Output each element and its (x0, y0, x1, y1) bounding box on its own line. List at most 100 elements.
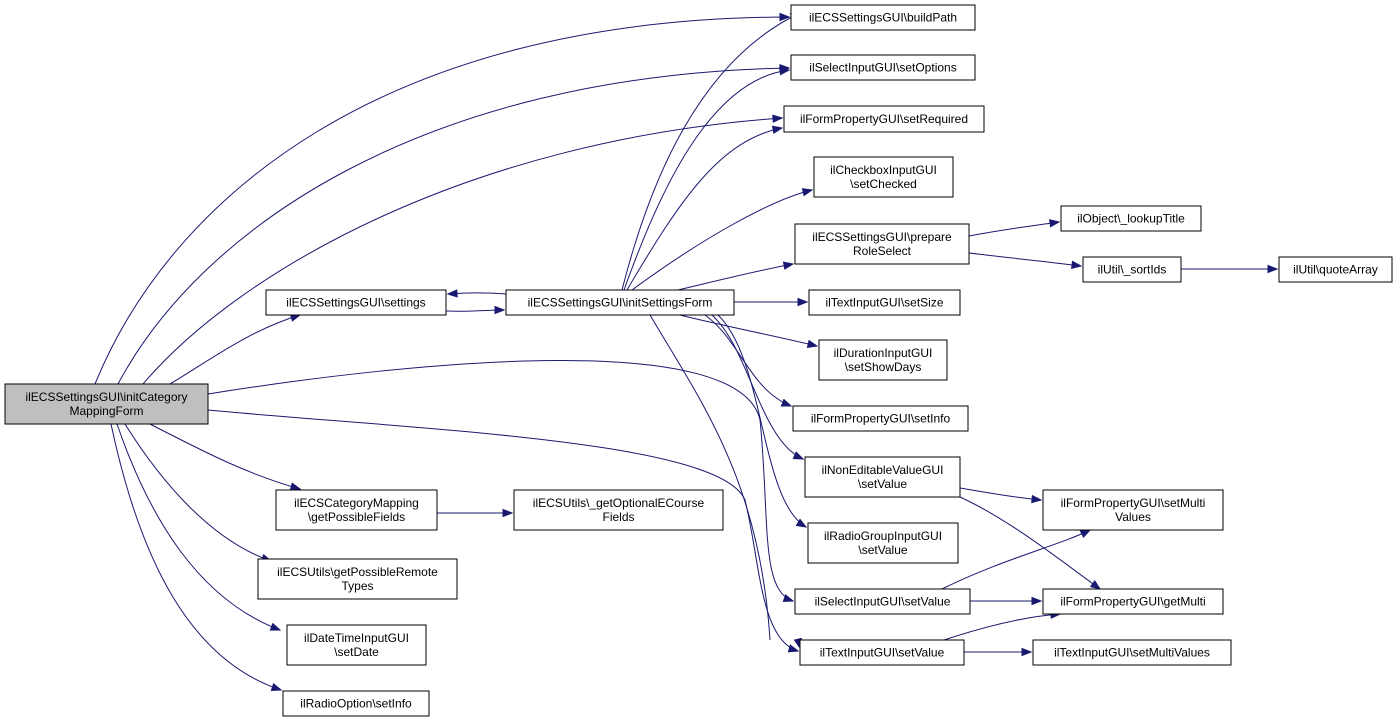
edge-selectSetValue-to-setMultiValuesForm (941, 529, 1092, 590)
edge-root-to-textSetValue (207, 409, 800, 653)
edge-arrowhead (269, 622, 282, 631)
edge-initSettingsForm-to-setInfoForm (704, 314, 793, 407)
node-lookupTitle[interactable]: ilObject\_lookupTitle (1060, 205, 1202, 232)
edge-textSetValue-to-getMulti (943, 610, 1062, 641)
edge-line (626, 127, 783, 291)
node-setRequired[interactable]: ilFormPropertyGUI\setRequired (783, 105, 985, 133)
edge-nonEditableSetValue-to-getMulti (959, 496, 1102, 590)
node-radioGroupSetValue[interactable]: ilRadioGroupInputGUI\setValue (807, 522, 959, 564)
node-buildPath[interactable]: ilECSSettingsGUI\buildPath (790, 4, 976, 31)
edge-sortIds-to-quoteArray (1181, 264, 1279, 274)
node-nonEditableSetValue[interactable]: ilNonEditableValueGUI\setValue (804, 456, 961, 498)
edge-arrowhead (289, 482, 302, 491)
edge-arrowhead (780, 398, 793, 407)
node-sortIds[interactable]: ilUtil\_sortIds (1082, 256, 1182, 283)
edge-initSettingsForm-to-setShowDays (679, 314, 819, 348)
edge-arrowhead (782, 593, 795, 603)
node-label: \setChecked (850, 177, 917, 191)
node-label: \setDate (334, 645, 379, 659)
node-box (1042, 588, 1224, 615)
edge-arrowhead (270, 683, 283, 692)
edge-line (631, 189, 813, 291)
node-label: Fields (602, 510, 634, 524)
node-label: ilRadioOption\setInfo (300, 697, 412, 711)
node-label: ilECSSettingsGUI\initCategory (25, 390, 187, 404)
node-initSettingsForm[interactable]: ilECSSettingsGUI\initSettingsForm (505, 289, 735, 316)
node-box (794, 588, 971, 615)
node-label: MappingForm (69, 404, 143, 418)
edge-arrowhead (1021, 647, 1033, 657)
node-box (1060, 205, 1202, 232)
node-quoteArray[interactable]: ilUtil\quoteArray (1278, 256, 1393, 283)
node-textSetValue[interactable]: ilTextInputGUI\setValue (799, 639, 965, 666)
node-label: ilTextInputGUI\setSize (825, 296, 943, 310)
edge-line (943, 613, 1061, 641)
edge-line (169, 314, 301, 385)
edge-nonEditableSetValue-to-setMultiValuesForm (959, 487, 1043, 504)
node-label: ilECSUtils\_getOptionalECourse (533, 496, 705, 510)
edge-arrowhead (1031, 596, 1043, 606)
node-setMultiValuesForm[interactable]: ilFormPropertyGUI\setMultiValues (1042, 489, 1224, 531)
node-setOptions[interactable]: ilSelectInputGUI\setOptions (790, 54, 976, 81)
node-selectSetValue[interactable]: ilSelectInputGUI\setValue (794, 588, 971, 615)
edge-initSettingsForm-to-buildPath (621, 12, 802, 291)
edge-root-to-radioOptionSetInfo (110, 423, 283, 692)
node-getPossibleFields[interactable]: ilECSCategoryMapping\getPossibleFields (275, 489, 438, 531)
edge-line (717, 314, 807, 528)
node-label: ilDateTimeInputGUI (304, 631, 409, 645)
node-label: ilNonEditableValueGUI (822, 463, 944, 477)
edge-getPossibleFields-to-getOptionalECourseFields (437, 508, 514, 518)
node-box (783, 105, 985, 133)
edge-arrowhead (1049, 219, 1061, 228)
node-label: ilTextInputGUI\setMultiValues (1054, 646, 1210, 660)
edge-line (968, 252, 1082, 267)
node-box (265, 289, 447, 316)
edge-root-to-getPossibleRemoteTypes (124, 423, 273, 562)
edge-line (959, 487, 1042, 501)
node-box (799, 639, 965, 666)
node-box (792, 405, 969, 432)
node-box (818, 339, 948, 381)
edge-initSettingsForm-to-setSize (734, 297, 809, 307)
edge-line (711, 314, 804, 460)
edge-arrowhead (779, 12, 791, 22)
edge-prepareRoleSelect-to-sortIds (968, 252, 1083, 269)
node-box (804, 456, 961, 498)
edge-root-to-settings (169, 313, 302, 385)
node-label: ilCheckboxInputGUI (830, 163, 937, 177)
edge-arrowhead (1079, 529, 1092, 539)
edge-arrowhead (792, 451, 805, 460)
node-label: ilSelectInputGUI\setValue (815, 595, 951, 609)
edge-line (677, 263, 794, 291)
node-box (286, 624, 427, 666)
node-setShowDays[interactable]: ilDurationInputGUI\setShowDays (818, 339, 948, 381)
node-setDate[interactable]: ilDateTimeInputGUI\setDate (286, 624, 427, 666)
node-setInfoForm[interactable]: ilFormPropertyGUI\setInfo (792, 405, 969, 432)
node-settings[interactable]: ilECSSettingsGUI\settings (265, 289, 447, 316)
edge-arrowhead (446, 289, 458, 298)
edge-line (959, 496, 1101, 590)
node-label: ilECSCategoryMapping (294, 496, 419, 510)
node-label: ilUtil\quoteArray (1293, 263, 1378, 277)
node-label: \getPossibleFields (308, 510, 405, 524)
node-label: \setValue (858, 477, 907, 491)
edge-arrowhead (1089, 579, 1102, 590)
edge-root-to-setDate (116, 423, 282, 631)
node-setSize[interactable]: ilTextInputGUI\setSize (808, 289, 961, 316)
node-label: ilECSSettingsGUI\prepare (812, 230, 952, 244)
node-label: \setShowDays (845, 360, 922, 374)
node-getMulti[interactable]: ilFormPropertyGUI\getMulti (1042, 588, 1224, 615)
edge-arrowhead (806, 339, 819, 348)
edge-prepareRoleSelect-to-lookupTitle (968, 219, 1061, 237)
edge-initSettingsForm-to-nonEditableSetValue (711, 314, 805, 460)
node-textSetMultiValues[interactable]: ilTextInputGUI\setMultiValues (1032, 639, 1232, 666)
edge-initSettingsForm-to-setOptions (623, 66, 791, 291)
edge-line (941, 529, 1091, 590)
node-radioOptionSetInfo[interactable]: ilRadioOption\setInfo (282, 690, 430, 717)
node-setChecked[interactable]: ilCheckboxInputGUI\setChecked (813, 156, 954, 198)
